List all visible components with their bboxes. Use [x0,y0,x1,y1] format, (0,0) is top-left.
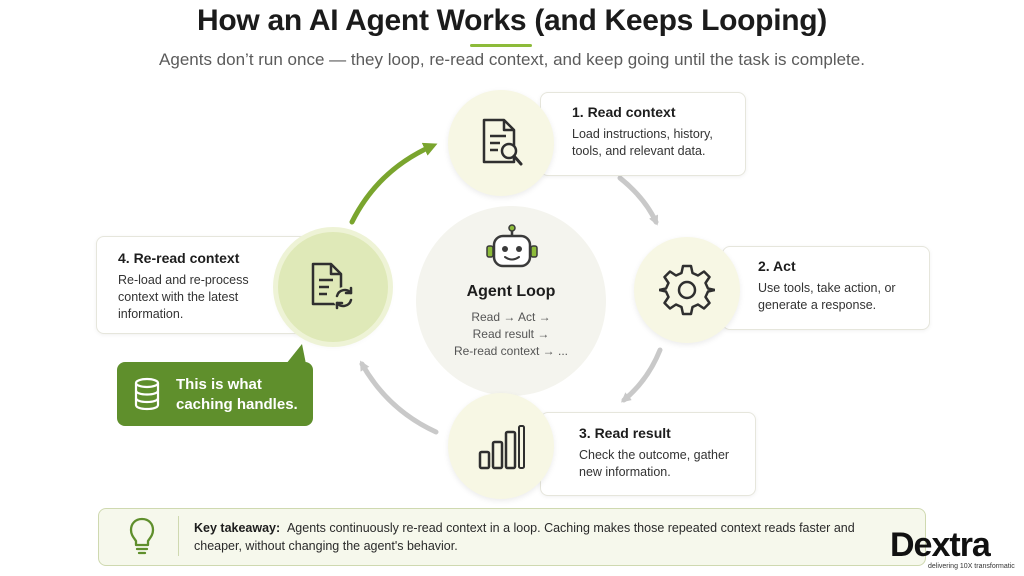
step-title: 3. Read result [579,425,671,441]
step-card-read-context-content: 1. Read context Load instructions, histo… [572,104,736,160]
step-circle-act [634,237,740,343]
caching-callout-line-2: caching handles. [176,396,298,413]
database-icon [134,377,160,411]
step-card-read-context [540,92,746,176]
step-card-read-result [540,412,756,496]
document-search-icon [482,118,523,166]
arrow-result-to-reread [359,360,439,435]
step-circle-reread-context [278,232,388,342]
step-circle-read-context [448,90,554,196]
arrow-reread-to-read [349,142,438,225]
key-takeaway-body: Agents continuously re-read context in a… [194,521,855,553]
step-text: Check the outcome, gather new informatio… [579,448,730,479]
key-takeaway-text: Key takeaway: Agents continuously re-rea… [194,519,884,555]
step-text: Re-load and re-process context with the … [118,273,249,321]
title-underline [470,44,532,47]
document-refresh-icon [311,262,355,310]
agent-loop-line-1: Read → Act → [471,310,551,324]
agent-loop-line-3: Re-read context → ... [453,344,569,358]
takeaway-divider [178,516,179,556]
key-takeaway-box [98,508,926,566]
step-title: 1. Read context [572,104,676,120]
step-text: Load instructions, history, tools, and r… [572,127,713,158]
lightbulb-icon [129,517,155,555]
callout-pointer [286,344,306,364]
robot-icon [486,224,538,268]
step-title: 2. Act [758,258,796,274]
key-takeaway-label: Key takeaway: [194,521,281,535]
bar-chart-icon [478,425,525,470]
brand-logo: Dextra [890,526,991,564]
page-title: How an AI Agent Works (and Keeps Looping… [197,4,827,37]
agent-loop-line-2: Read result → [472,327,550,341]
brand-tagline: delivering 10X transformatic [928,563,1015,570]
arrow-read-to-act [617,175,659,226]
step-title: 4. Re-read context [118,250,240,266]
step-card-act [722,246,930,330]
step-card-read-result-content: 3. Read result Check the outcome, gather… [579,425,749,481]
caching-callout-text: This is what caching handles. [176,375,306,415]
step-text: Use tools, take action, or generate a re… [758,281,896,312]
step-card-reread-context-content: 4. Re-read context Re-load and re-proces… [118,250,278,323]
arrow-act-to-result [620,347,663,403]
page-subtitle: Agents don’t run once — they loop, re-re… [159,50,865,69]
caching-callout-line-1: This is what [176,376,262,393]
agent-loop-title: Agent Loop [466,283,556,300]
step-circle-read-result [448,393,554,499]
step-card-act-content: 2. Act Use tools, take action, or genera… [758,258,922,314]
gear-icon [659,264,715,316]
